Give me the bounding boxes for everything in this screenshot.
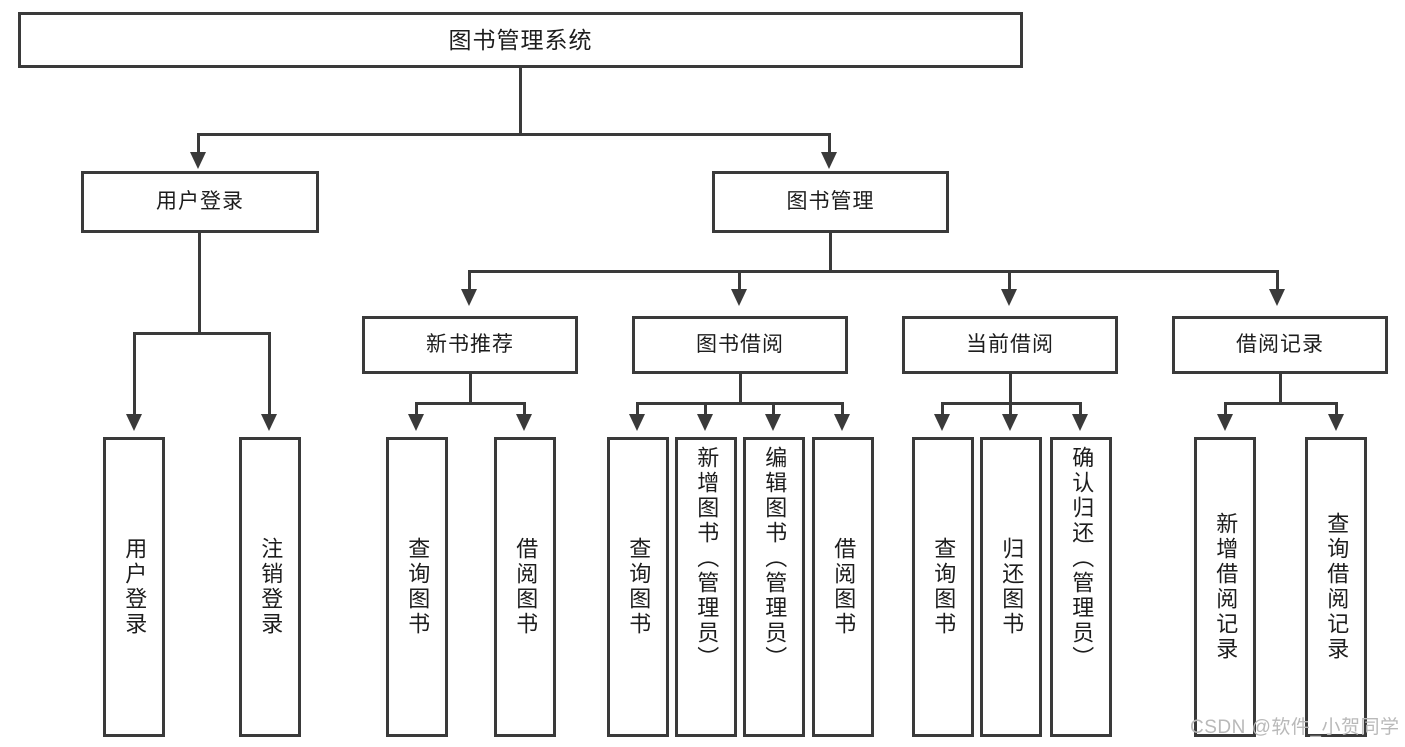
connector-user-login-bus: [133, 332, 271, 335]
arrowhead-current-borrow-leaf-3: [1072, 414, 1088, 431]
leaf-label: 查询借阅记录: [1324, 512, 1350, 662]
connector-new-book-stem: [469, 374, 472, 404]
leaf-book-borrow-add[interactable]: 新增图书（管理员）: [675, 437, 737, 737]
connector-book-borrow-leaf-3: [772, 402, 775, 417]
connector-root-to-book-management: [828, 133, 831, 155]
node-label: 图书管理: [786, 189, 875, 213]
connector-root-to-user-login: [197, 133, 200, 155]
arrowhead-book-borrow-leaf-2: [697, 414, 713, 431]
node-label: 新书推荐: [426, 332, 514, 356]
node-user-login[interactable]: 用户登录: [81, 171, 319, 233]
arrowhead-root-to-user-login: [190, 152, 206, 169]
connector-book-borrow-stem: [739, 374, 742, 404]
arrowhead-new-book-leaf-1: [408, 414, 424, 431]
leaf-borrow-record-add[interactable]: 新增借阅记录: [1194, 437, 1256, 737]
watermark-text: CSDN @软件_小贺同学: [1190, 717, 1400, 738]
leaf-borrow-record-query[interactable]: 查询借阅记录: [1305, 437, 1367, 737]
connector-book-management-stem: [829, 233, 832, 272]
arrowhead-user-login-leaf-2: [261, 414, 277, 431]
node-label: 借阅记录: [1236, 332, 1324, 356]
connector-borrow-record-stem: [1279, 374, 1282, 404]
connector-book-borrow-leaf-4: [841, 402, 844, 417]
connector-current-borrow-leaf-1: [941, 402, 944, 417]
leaf-label: 确认归还（管理员）: [1069, 446, 1095, 671]
arrowhead-book-borrow-leaf-1: [629, 414, 645, 431]
node-new-book-recommend[interactable]: 新书推荐: [362, 316, 578, 374]
leaf-label: 注销登录: [258, 537, 284, 637]
leaf-label: 编辑图书（管理员）: [762, 446, 788, 671]
connector-current-borrow-stem: [1009, 374, 1012, 404]
leaf-book-borrow-borrow[interactable]: 借阅图书: [812, 437, 874, 737]
connector-current-borrow-leaf-2: [1009, 402, 1012, 417]
connector-bm-to-new-book: [468, 270, 471, 292]
leaf-label: 查询图书: [626, 537, 652, 637]
leaf-user-login-login[interactable]: 用户登录: [103, 437, 165, 737]
connector-user-login-to-leaf-2: [268, 332, 271, 417]
node-book-management[interactable]: 图书管理: [712, 171, 949, 233]
arrowhead-user-login-leaf-1: [126, 414, 142, 431]
leaf-label: 归还图书: [999, 537, 1025, 637]
connector-book-borrow-leaf-2: [704, 402, 707, 417]
node-label: 图书借阅: [696, 332, 784, 356]
leaf-new-book-borrow[interactable]: 借阅图书: [494, 437, 556, 737]
connector-root-stem: [519, 68, 522, 135]
connector-user-login-stem: [198, 233, 201, 334]
arrowhead-current-borrow-leaf-1: [934, 414, 950, 431]
leaf-current-borrow-return[interactable]: 归还图书: [980, 437, 1042, 737]
leaf-current-borrow-confirm-return[interactable]: 确认归还（管理员）: [1050, 437, 1112, 737]
connector-borrow-record-leaf-2: [1335, 402, 1338, 417]
leaf-user-login-logout[interactable]: 注销登录: [239, 437, 301, 737]
leaf-label: 查询图书: [931, 537, 957, 637]
arrowhead-borrow-record-leaf-2: [1328, 414, 1344, 431]
arrowhead-borrow-record-leaf-1: [1217, 414, 1233, 431]
arrowhead-bm-borrow-record: [1269, 289, 1285, 306]
leaf-label: 新增图书（管理员）: [694, 446, 720, 671]
node-label: 用户登录: [156, 189, 244, 213]
leaf-new-book-query[interactable]: 查询图书: [386, 437, 448, 737]
leaf-current-borrow-query[interactable]: 查询图书: [912, 437, 974, 737]
connector-root-bus: [197, 133, 831, 136]
arrowhead-root-to-book-management: [821, 152, 837, 169]
node-book-borrow[interactable]: 图书借阅: [632, 316, 848, 374]
leaf-label: 用户登录: [122, 537, 148, 637]
arrowhead-bm-book-borrow: [731, 289, 747, 306]
arrowhead-bm-new-book: [461, 289, 477, 306]
arrowhead-book-borrow-leaf-4: [834, 414, 850, 431]
connector-book-management-bus: [468, 270, 1278, 273]
connector-new-book-leaf-1: [415, 402, 418, 417]
leaf-book-borrow-query[interactable]: 查询图书: [607, 437, 669, 737]
arrowhead-book-borrow-leaf-3: [765, 414, 781, 431]
node-current-borrow[interactable]: 当前借阅: [902, 316, 1118, 374]
connector-new-book-bus: [415, 402, 526, 405]
node-borrow-record[interactable]: 借阅记录: [1172, 316, 1388, 374]
connector-bm-to-borrow-record: [1276, 270, 1279, 292]
connector-borrow-record-leaf-1: [1224, 402, 1227, 417]
node-label: 图书管理系统: [448, 26, 593, 53]
leaf-label: 查询图书: [405, 537, 431, 637]
connector-book-borrow-bus: [636, 402, 844, 405]
leaf-book-borrow-edit[interactable]: 编辑图书（管理员）: [743, 437, 805, 737]
connector-user-login-to-leaf-1: [133, 332, 136, 417]
connector-bm-to-book-borrow: [738, 270, 741, 292]
connector-book-borrow-leaf-1: [636, 402, 639, 417]
arrowhead-new-book-leaf-2: [516, 414, 532, 431]
leaf-label: 新增借阅记录: [1213, 512, 1239, 662]
leaf-label: 借阅图书: [831, 537, 857, 637]
node-label: 当前借阅: [966, 332, 1054, 356]
arrowhead-current-borrow-leaf-2: [1002, 414, 1018, 431]
connector-current-borrow-leaf-3: [1079, 402, 1082, 417]
connector-new-book-leaf-2: [523, 402, 526, 417]
connector-borrow-record-bus: [1224, 402, 1338, 405]
arrowhead-bm-current-borrow: [1001, 289, 1017, 306]
leaf-label: 借阅图书: [513, 537, 539, 637]
connector-bm-to-current-borrow: [1008, 270, 1011, 292]
node-book-management-system[interactable]: 图书管理系统: [18, 12, 1023, 68]
